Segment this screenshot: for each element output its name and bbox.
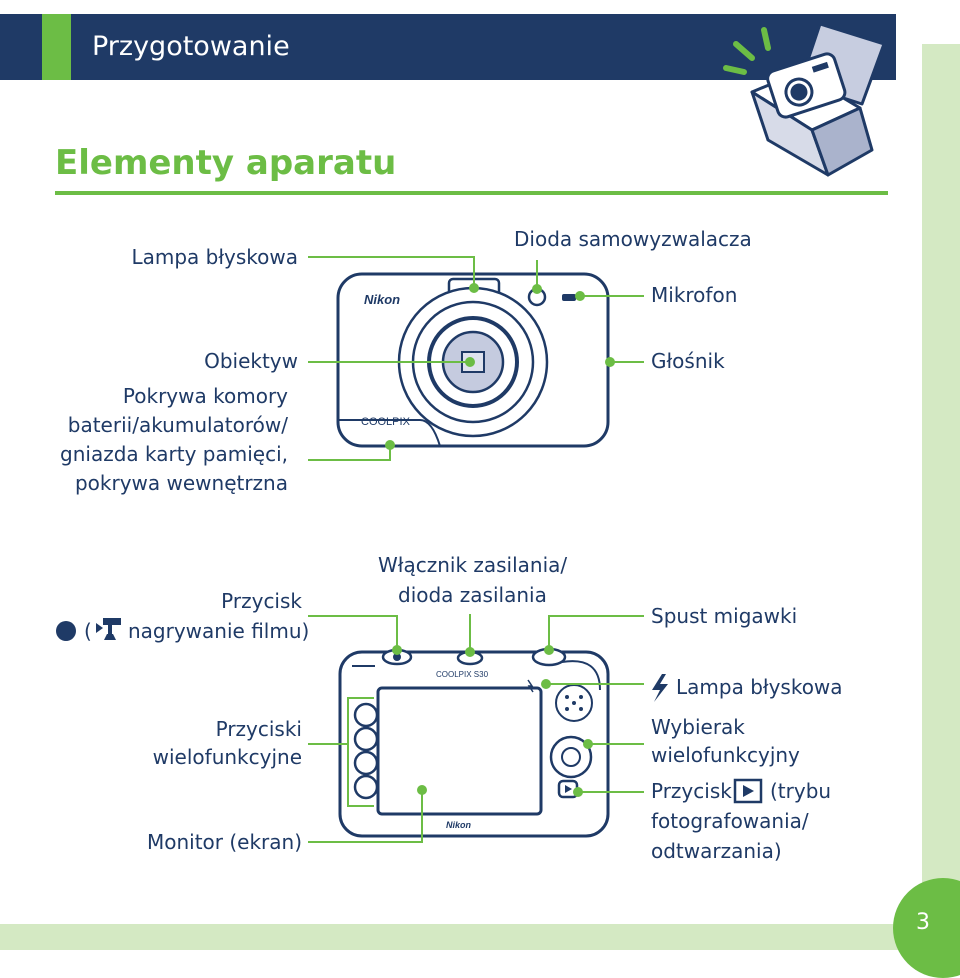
label-movie-button-3: nagrywanie filmu) — [128, 619, 310, 643]
label-playback-button-2: (trybu — [770, 779, 832, 803]
front-brand-text: Nikon — [364, 292, 400, 307]
record-button-icon — [56, 621, 76, 641]
camera-box-icon — [723, 22, 886, 177]
label-playback-button-3: fotografowania/ — [651, 809, 809, 833]
title-rule — [55, 191, 888, 195]
label-lens: Obiektyw — [204, 349, 298, 373]
page-side-strip — [922, 44, 960, 950]
label-battery-cover-4: pokrywa wewnętrzna — [74, 471, 288, 495]
back-model-text: COOLPIX S30 — [436, 670, 489, 679]
label-battery-cover-3: gniazda karty pamięci, — [60, 442, 288, 466]
label-playback-button-4: odtwarzania) — [651, 839, 782, 863]
camera-diagram: Nikon COOLPIX COOLPIX S30 Nikon — [56, 22, 886, 843]
flash-icon — [652, 674, 668, 702]
label-power-switch-2: dioda zasilania — [398, 583, 547, 607]
header-band — [0, 14, 896, 80]
back-brand-text: Nikon — [446, 820, 472, 830]
label-monitor: Monitor (ekran) — [146, 830, 302, 854]
label-movie-button-1: Przycisk — [221, 589, 302, 613]
page-number: 3 — [916, 910, 930, 935]
label-speaker: Głośnik — [651, 349, 725, 373]
label-playback-button-1: Przycisk — [651, 779, 732, 803]
header-title: Przygotowanie — [92, 31, 290, 62]
label-multi-selector-2: wielofunkcyjny — [651, 743, 800, 767]
label-movie-button-2: ( — [84, 619, 92, 643]
header-accent — [42, 14, 71, 80]
label-microphone: Mikrofon — [651, 283, 738, 307]
label-shutter: Spust migawki — [651, 604, 798, 628]
label-self-timer: Dioda samowyzwalacza — [514, 227, 752, 251]
label-power-switch-1: Włącznik zasilania/ — [378, 553, 568, 577]
label-battery-cover-1: Pokrywa komory — [122, 384, 288, 408]
label-multi-buttons-1: Przyciski — [215, 717, 302, 741]
label-multi-selector-1: Wybierak — [651, 715, 745, 739]
label-multi-buttons-2: wielofunkcyjne — [152, 745, 302, 769]
playback-icon — [733, 778, 763, 804]
front-model-text: COOLPIX — [361, 416, 411, 428]
label-flash-lamp-front: Lampa błyskowa — [131, 245, 298, 269]
page-bottom-strip — [0, 924, 960, 950]
camera-back: COOLPIX S30 Nikon — [338, 647, 610, 838]
label-battery-cover-2: baterii/akumulatorów/ — [67, 413, 288, 437]
label-flash-lamp-back: Lampa błyskowa — [676, 675, 843, 699]
movie-mode-icon — [96, 618, 121, 640]
section-title: Elementy aparatu — [55, 143, 397, 183]
